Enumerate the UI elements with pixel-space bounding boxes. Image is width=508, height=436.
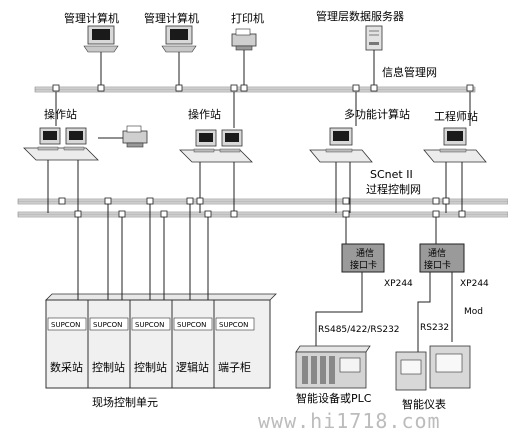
cabinet-brand-4: SUPCON (177, 321, 206, 329)
operator-station-2-label: 操作站 (188, 107, 221, 121)
xp244-label-1: XP244 (384, 279, 413, 289)
svg-text:接口卡: 接口卡 (350, 259, 377, 271)
cabinet-name-1: 数采站 (50, 360, 83, 374)
info-network-label: 信息管理网 (382, 65, 437, 79)
engineer-station-icon (423, 127, 487, 163)
operator-station-1-icon (23, 127, 99, 161)
comm-interface-card-1: 通信 接口卡 (341, 243, 385, 273)
cabinet-name-3: 控制站 (134, 360, 167, 374)
station-1-printer-icon (122, 125, 148, 148)
cabinet-brand-2: SUPCON (93, 321, 122, 329)
smart-plc-label: 智能设备或PLC (296, 391, 372, 405)
xp244-label-2: XP244 (460, 279, 489, 289)
svg-text:接口卡: 接口卡 (424, 259, 451, 271)
cabinet-name-2: 控制站 (92, 360, 125, 374)
scnet-name-label: SCnet II (370, 168, 413, 181)
cabinet-name-4: 逻辑站 (176, 360, 209, 374)
rs232-label: RS232 (420, 323, 449, 333)
smart-meter-icon (395, 345, 471, 391)
comm-interface-card-2: 通信 接口卡 (419, 243, 465, 273)
scnet-desc-label: 过程控制网 (366, 182, 421, 196)
cabinet-brand-5: SUPCON (219, 321, 248, 329)
data-server-icon (365, 25, 383, 51)
management-computer-2-label: 管理计算机 (144, 11, 199, 25)
cabinet-brand-1: SUPCON (51, 321, 80, 329)
watermark-text: www.hi1718.com (258, 409, 441, 433)
data-server-label: 管理层数据服务器 (316, 9, 404, 23)
smart-meter-label: 智能仪表 (402, 397, 446, 411)
multi-function-station-label: 多功能计算站 (344, 107, 410, 121)
field-control-unit-label: 现场控制单元 (92, 395, 158, 409)
printer-label: 打印机 (231, 11, 264, 25)
rs485-label: RS485/422/RS232 (318, 325, 400, 335)
scnet-bus-b (17, 211, 508, 218)
mod-label: Mod (464, 307, 483, 317)
operator-station-1-label: 操作站 (44, 107, 77, 121)
info-management-bus (34, 86, 476, 93)
printer-icon (231, 28, 257, 51)
multi-function-station-icon (309, 127, 373, 163)
scnet-bus-a (17, 198, 508, 205)
cabinet-name-5: 端子柜 (218, 361, 251, 374)
management-computer-1-label: 管理计算机 (64, 11, 119, 25)
management-computer-2-icon (161, 25, 197, 53)
cabinet-brand-3: SUPCON (135, 321, 164, 329)
field-control-cabinets (45, 293, 277, 389)
management-computer-1-icon (83, 25, 119, 53)
engineer-station-label: 工程师站 (434, 109, 478, 123)
operator-station-2-icon (179, 129, 253, 163)
svg-text:通信: 通信 (428, 247, 446, 259)
smart-device-plc-icon (295, 345, 371, 389)
svg-text:通信: 通信 (356, 247, 374, 259)
